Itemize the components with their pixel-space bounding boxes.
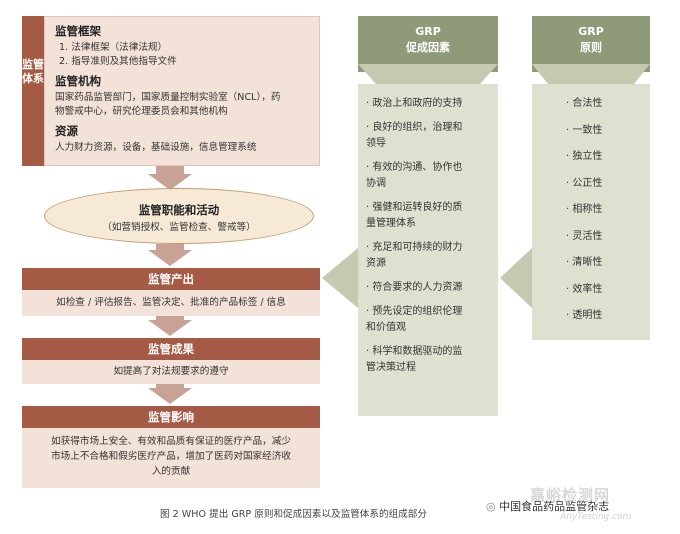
principle-item: · 透明性 [566,310,603,321]
principle-item: · 一致性 [566,124,603,136]
enabler-item: · 充足和可持续的财力 [366,242,463,253]
principle-item: · 清晰性 [566,257,603,268]
org-title: 监管机构 [55,74,101,88]
principles-title-2: 原则 [580,41,602,54]
watermark-site-en: AnyTesting.com [560,512,632,522]
impact-line-1: 如获得市场上安全、有效和品质有保证的医疗产品，减少 [51,436,291,447]
arrow-stem-3 [156,316,184,320]
outcome-title: 监管成果 [22,338,320,360]
arrow-stem-1 [156,166,184,174]
arrow-stem-2 [156,244,184,250]
principles-title-1: GRP [578,25,604,38]
enabler-item: 资源 [366,258,386,269]
enabler-item: 量管理体系 [366,218,416,229]
principles-header: GRP 原则 [532,16,650,72]
enabler-item: 协调 [366,178,386,189]
arrow-stem-4 [156,384,184,388]
resources-line: 人力财力资源，设备，基础设施，信息管理系统 [55,142,257,153]
framework-line-2: 2. 指导准则及其他指导文件 [59,56,177,67]
principle-item: · 相称性 [566,204,603,215]
enablers-body: · 政治上和政府的支持 · 良好的组织，治理和 领导 · 有效的沟通、协作也 协调 ·… [358,84,498,416]
arrow-down-3 [148,320,192,336]
wechat-icon: ◎ [486,500,500,513]
functions-ellipse: 监管职能和活动 （如营销授权、监管检查、警戒等） [44,188,314,244]
enabler-item: · 强健和运转良好的质 [366,202,463,213]
enabler-item: · 符合要求的人力资源 [366,282,463,293]
enabler-item: · 有效的沟通、协作也 [366,162,463,173]
enablers-header: GRP 促成因素 [358,16,498,72]
enabler-item: 和价值观 [366,322,406,333]
enablers-title-1: GRP [415,25,441,38]
watermark-wechat-text: 中国食品药品监管杂志 [499,500,610,513]
impact-body: 如获得市场上安全、有效和品质有保证的医疗产品，减少 市场上不合格和假劣医疗产品，… [22,428,320,488]
principles-body: · 合法性 · 一致性 · 独立性 · 公正性 · 相称性 · 灵活性 · 清晰性 · 效率性… [532,84,650,340]
principle-item: · 效率性 [566,283,603,295]
arrow-down-4 [148,388,192,404]
enabler-item: · 科学和数据驱动的监 [366,346,463,357]
enabler-item: · 良好的组织，治理和 [366,122,463,133]
output-title: 监管产出 [22,268,320,290]
framework-line-1: 1. 法律框架（法律法规） [59,42,168,53]
resources-title: 资源 [55,124,78,138]
principles-left-arrow [500,248,532,308]
functions-title: 监管职能和活动 [138,203,220,217]
output-body: 如检查 / 评估报告、监管决定、批准的产品标签 / 信息 [22,290,320,316]
impact-line-2: 市场上不合格和假劣医疗产品，增加了医药对国家经济收 [51,451,291,462]
principle-item: · 独立性 [566,151,603,162]
principle-item: · 合法性 [566,98,603,109]
regulatory-system-box: 监管框架 1. 法律框架（法律法规） 2. 指导准则及其他指导文件 监管机构 国… [44,16,320,166]
enabler-item: 领导 [366,138,386,149]
system-side-bar [22,16,44,166]
watermark-wechat: ◎ 中国食品药品监管杂志 [486,498,609,514]
enablers-left-arrow [322,248,358,308]
impact-title: 监管影响 [22,406,320,428]
arrow-down-2 [148,250,192,266]
enabler-item: 管决策过程 [366,362,416,373]
principle-item: · 公正性 [566,177,603,189]
principles-arrow-head [532,64,650,84]
enabler-item: · 政治上和政府的支持 [366,98,463,109]
org-line-1: 国家药品监管部门，国家质量控制实验室（NCL），药 [55,92,281,103]
arrow-down-1 [148,174,192,190]
org-line-2: 物警戒中心，研究伦理委员会和其他机构 [55,106,228,117]
watermark-site-cn: 嘉峪检测网 [530,486,611,504]
functions-subtitle: （如营销授权、监管检查、警戒等） [102,222,256,233]
enablers-arrow-head [358,64,498,84]
figure-caption: 图 2 WHO 提出 GRP 原则和促成因素以及监管体系的组成部分 [160,509,427,520]
outcome-body: 如提高了对法规要求的遵守 [22,360,320,384]
system-side-label: 监管体系 [22,58,44,85]
principle-item: · 灵活性 [566,230,603,242]
enablers-title-2: 促成因素 [406,41,450,54]
framework-title: 监管框架 [55,24,101,38]
enabler-item: · 预先设定的组织伦理 [366,306,463,317]
impact-line-3: 入的贡献 [151,466,191,477]
